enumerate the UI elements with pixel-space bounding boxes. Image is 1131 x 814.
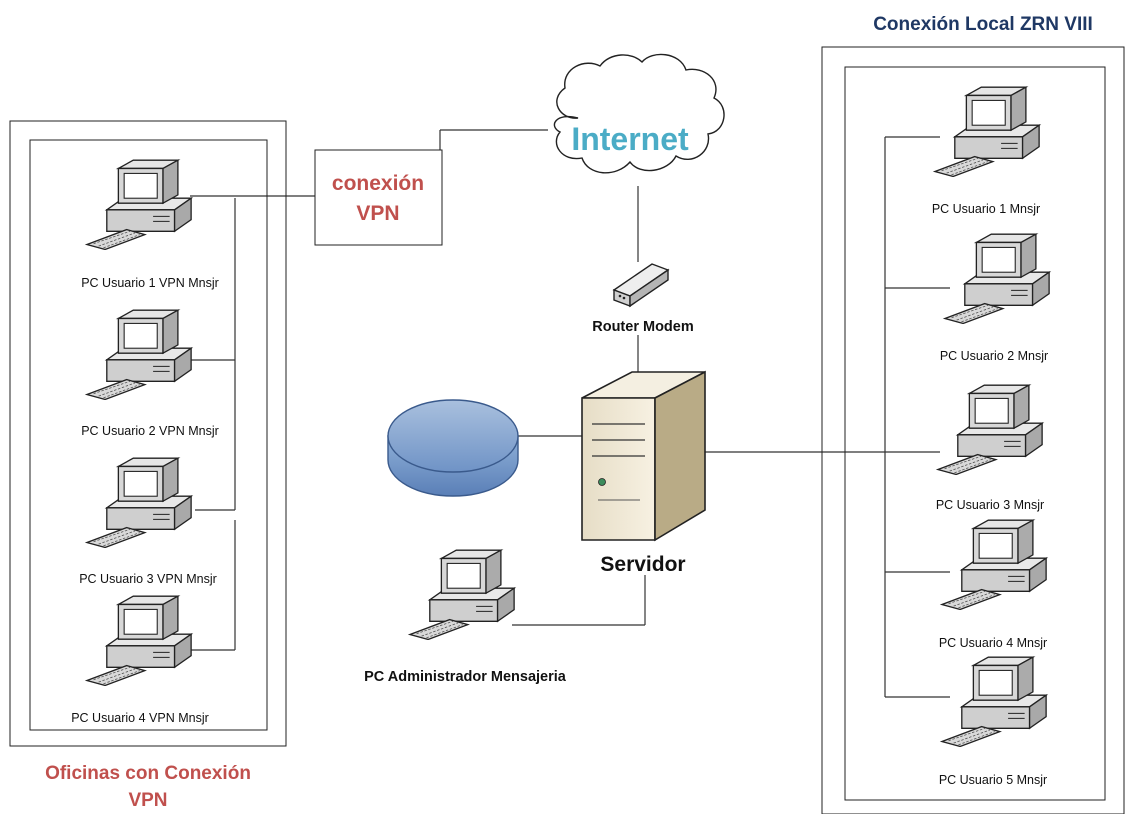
right-pc-1-label: PC Usuario 1 Mnsjr [932, 202, 1040, 216]
computer-icon [409, 549, 515, 640]
internet-label: Internet [571, 121, 689, 157]
left-group-outer-frame [9, 120, 287, 747]
admin-pc-label: PC Administrador Mensajeria [364, 669, 567, 685]
server[interactable]: Servidor [581, 370, 706, 576]
computer-icon [86, 595, 192, 686]
right-pc-3-label: PC Usuario 3 Mnsjr [936, 498, 1044, 512]
computer-icon [86, 159, 192, 250]
computer-icon [86, 309, 192, 400]
right-pc-4-label: PC Usuario 4 Mnsjr [939, 636, 1047, 650]
computer-icon [937, 384, 1043, 475]
left-pc-3[interactable]: PC Usuario 3 VPN Mnsjr [79, 457, 217, 586]
router-label: Router Modem [592, 319, 694, 335]
computer-icon [86, 457, 192, 548]
right-pc-4[interactable]: PC Usuario 4 Mnsjr [939, 519, 1047, 650]
right-group-outer-frame [821, 46, 1125, 814]
router-modem[interactable]: Router Modem [592, 263, 694, 335]
left-pc-3-label: PC Usuario 3 VPN Mnsjr [79, 572, 217, 586]
computer-icon [941, 656, 1047, 747]
left-pc-1-label: PC Usuario 1 VPN Mnsjr [81, 276, 219, 290]
left-group-inner-frame [29, 139, 268, 731]
vpn-box-label-line2: VPN [356, 202, 399, 225]
left-pc-4[interactable]: PC Usuario 4 VPN Mnsjr [71, 595, 209, 725]
internet-cloud[interactable]: Internet [553, 53, 725, 174]
server-label: Servidor [600, 553, 685, 576]
right-pc-2[interactable]: PC Usuario 2 Mnsjr [940, 233, 1050, 363]
right-pc-3[interactable]: PC Usuario 3 Mnsjr [936, 384, 1044, 512]
left-group: PC Usuario 1 VPN Mnsjr PC Usuario 2 VPN … [9, 120, 287, 811]
right-group-inner-frame [844, 66, 1106, 801]
connection-lines [190, 129, 950, 698]
admin-pc[interactable]: PC Administrador Mensajeria [364, 549, 567, 685]
left-pc-4-label: PC Usuario 4 VPN Mnsjr [71, 711, 209, 725]
left-group-caption-line1: Oficinas con Conexión [45, 763, 251, 784]
right-pc-5[interactable]: PC Usuario 5 Mnsjr [939, 656, 1047, 787]
computer-icon [944, 233, 1050, 324]
left-group-caption-line2: VPN [128, 790, 167, 811]
router-icon [612, 263, 670, 308]
right-pc-1[interactable]: PC Usuario 1 Mnsjr [932, 86, 1040, 216]
server-icon [581, 370, 706, 542]
left-pc-2[interactable]: PC Usuario 2 VPN Mnsjr [81, 309, 219, 438]
right-group: Conexión Local ZRN VIII PC Usuario 1 Mns… [821, 14, 1125, 814]
computer-icon [934, 86, 1040, 177]
computer-icon [941, 519, 1047, 610]
left-pc-2-label: PC Usuario 2 VPN Mnsjr [81, 424, 219, 438]
vpn-box-label-line1: conexión [332, 172, 424, 195]
vpn-connection-box[interactable]: conexión VPN [314, 149, 443, 246]
database-disk[interactable] [387, 399, 519, 497]
right-group-title: Conexión Local ZRN VIII [873, 14, 1093, 35]
cloud-icon [553, 53, 725, 174]
left-pc-1[interactable]: PC Usuario 1 VPN Mnsjr [81, 159, 219, 290]
right-pc-5-label: PC Usuario 5 Mnsjr [939, 773, 1047, 787]
right-pc-2-label: PC Usuario 2 Mnsjr [940, 349, 1048, 363]
database-icon [387, 399, 519, 497]
